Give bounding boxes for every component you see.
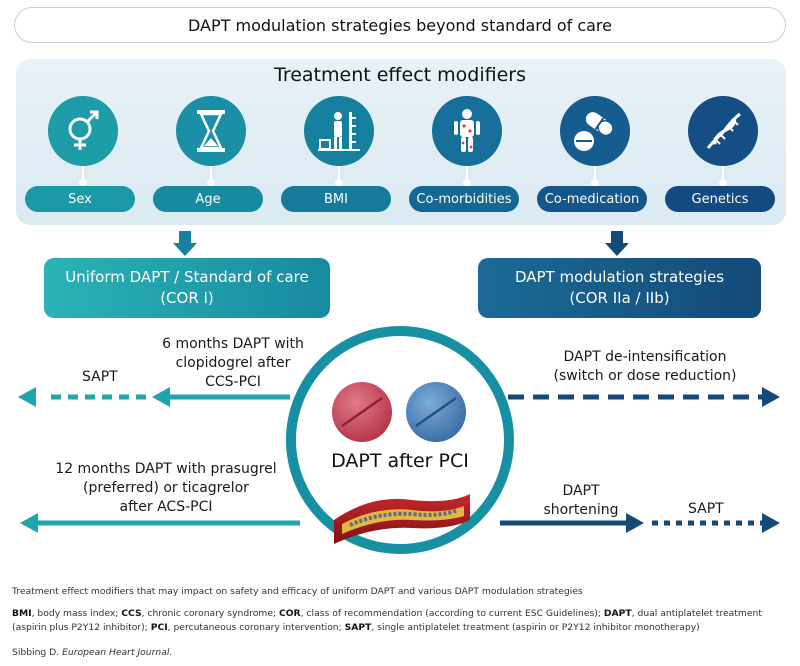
abbr-def-pci: , percutaneous coronary intervention;	[167, 622, 345, 633]
right-bottom-text: DAPT shortening	[526, 482, 636, 520]
abbr-def-bmi: , body mass index;	[31, 608, 122, 619]
modifier-label-bmi: BMI	[281, 186, 391, 212]
uniform-dapt-line2: (COR I)	[160, 289, 214, 307]
abbr-def-sapt: , single antiplatelet treatment (aspirin…	[371, 622, 700, 633]
modulation-line2: (COR IIa / IIb)	[569, 289, 670, 307]
abbr-term-ccs: CCS	[121, 608, 142, 619]
sex-symbol-icon	[48, 96, 118, 166]
caption-line1: Treatment effect modifiers that may impa…	[12, 586, 583, 597]
uniform-dapt-line1: Uniform DAPT / Standard of care	[65, 268, 309, 286]
stent-artery-icon	[334, 494, 470, 544]
right-top-text: DAPT de-intensification (switch or dose …	[530, 348, 760, 386]
modifier-label-comedication: Co-medication	[537, 186, 647, 212]
left-top-text: 6 months DAPT with clopidogrel after CCS…	[158, 335, 308, 392]
source-journal: European Heart Journal.	[62, 647, 173, 658]
figure-title: DAPT modulation strategies beyond standa…	[14, 7, 786, 43]
modifier-age: Age	[153, 96, 273, 216]
body-icon	[432, 96, 502, 166]
caption-abbreviations: BMI, body mass index; CCS, chronic coron…	[12, 607, 788, 635]
modifier-sex: Sex	[25, 96, 145, 216]
abbr-term-sapt: SAPT	[344, 622, 372, 633]
right-top-line1: DAPT de-intensification	[563, 349, 727, 365]
down-arrow-right-icon	[605, 231, 629, 256]
modifier-panel	[16, 59, 786, 225]
abbr-term-pci: PCI	[150, 622, 168, 633]
abbr-def-ccs: , chronic coronary syndrome;	[141, 608, 279, 619]
abbr-term-bmi: BMI	[12, 608, 32, 619]
modifier-label-genetics: Genetics	[665, 186, 775, 212]
modifier-label-comorbidities: Co-morbidities	[409, 186, 519, 212]
pills-icon	[560, 96, 630, 166]
modulation-line1: DAPT modulation strategies	[514, 268, 725, 286]
left-top-line2: clopidogrel after	[175, 355, 291, 371]
left-bottom-text: 12 months DAPT with prasugrel (preferred…	[46, 460, 286, 517]
center-label: DAPT after PCI	[331, 450, 469, 472]
modifier-comedication: Co-medication	[537, 96, 657, 216]
source-author: Sibbing D.	[12, 647, 63, 658]
left-top-line3: CCS-PCI	[205, 374, 261, 390]
arrow-right-top-head	[762, 387, 780, 407]
tablets-icon	[332, 382, 466, 442]
figure-title-text: DAPT modulation strategies beyond standa…	[188, 15, 612, 35]
arrow-left-top-head	[152, 387, 170, 407]
modifier-label-sex: Sex	[25, 186, 135, 212]
left-bottom-line1: 12 months DAPT with prasugrel	[55, 461, 277, 477]
source-line: Sibbing D. European Heart Journal.	[12, 646, 172, 660]
abbr-def-dapt: , dual antiplatelet treatment (aspirin p…	[12, 608, 762, 633]
modifier-title: Treatment effect modifiers	[274, 64, 526, 86]
abbr-def-cor: , class of recommendation (according to …	[300, 608, 604, 619]
modulation-box: DAPT modulation strategies (COR IIa / II…	[478, 258, 761, 318]
modifier-genetics: Genetics	[665, 96, 785, 216]
arrow-left-top-far-head	[18, 387, 36, 407]
hourglass-icon	[176, 96, 246, 166]
abbr-term-dapt: DAPT	[603, 608, 632, 619]
uniform-dapt-box: Uniform DAPT / Standard of care (COR I)	[44, 258, 330, 318]
dna-icon	[688, 96, 758, 166]
down-arrow-left-icon	[173, 231, 197, 256]
left-bottom-line3: after ACS-PCI	[119, 499, 213, 515]
left-bottom-line2: (preferred) or ticagrelor	[83, 480, 249, 496]
modifier-comorbidities: Co-morbidities	[409, 96, 529, 216]
modifier-bmi: BMI	[281, 96, 401, 216]
arrow-right-bottom-head	[626, 513, 644, 533]
right-bottom-line1: DAPT	[562, 483, 600, 499]
abbr-term-cor: COR	[279, 608, 301, 619]
arrow-left-bottom-head	[20, 513, 38, 533]
height-scale-icon	[304, 96, 374, 166]
modifier-label-age: Age	[153, 186, 263, 212]
left-top-sapt: SAPT	[82, 369, 118, 385]
left-top-line1: 6 months DAPT with	[162, 336, 304, 352]
right-bottom-line2: shortening	[543, 502, 619, 518]
right-bottom-sapt: SAPT	[688, 501, 724, 517]
arrow-right-bottom-far-head	[762, 513, 780, 533]
right-top-line2: (switch or dose reduction)	[553, 368, 737, 384]
